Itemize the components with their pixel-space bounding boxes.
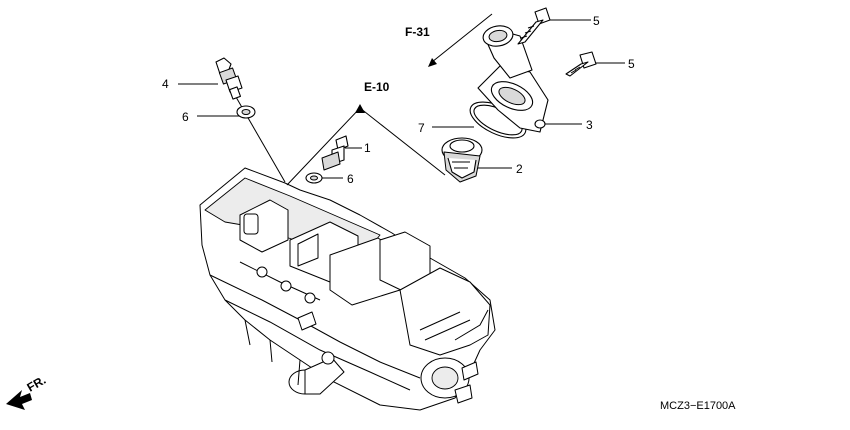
f31-reference: F-31 [405, 25, 430, 39]
callout-1: 1 [364, 141, 371, 155]
callout-7: 7 [418, 121, 425, 135]
washer-part-6-top [236, 105, 256, 119]
callout-3: 3 [586, 118, 593, 132]
leader-lines [178, 13, 625, 186]
thermostat-part-2 [441, 137, 483, 183]
oring-part-7 [469, 101, 527, 139]
bolt-part-5-top [517, 7, 551, 45]
front-direction-marker: FR. [6, 373, 48, 410]
callout-6-lower: 6 [347, 172, 354, 186]
front-arrow-icon [6, 390, 32, 410]
bolt-part-1 [321, 135, 349, 171]
callout-5-top: 5 [593, 14, 600, 28]
callout-4: 4 [162, 77, 169, 91]
callout-2: 2 [516, 162, 523, 176]
f31-arrowhead [428, 58, 437, 67]
callout-5-right: 5 [628, 57, 635, 71]
bolt-part-5-right [565, 51, 597, 77]
front-label: FR. [25, 373, 49, 395]
sensor-part-4 [215, 57, 243, 100]
engine-block [199, 167, 496, 411]
e10-arrowhead [355, 104, 365, 113]
callout-6-top: 6 [182, 110, 189, 124]
washer-part-6-lower [305, 172, 323, 184]
diagram-code: MCZ3−E1700A [660, 400, 736, 412]
e10-reference: E-10 [364, 80, 390, 94]
